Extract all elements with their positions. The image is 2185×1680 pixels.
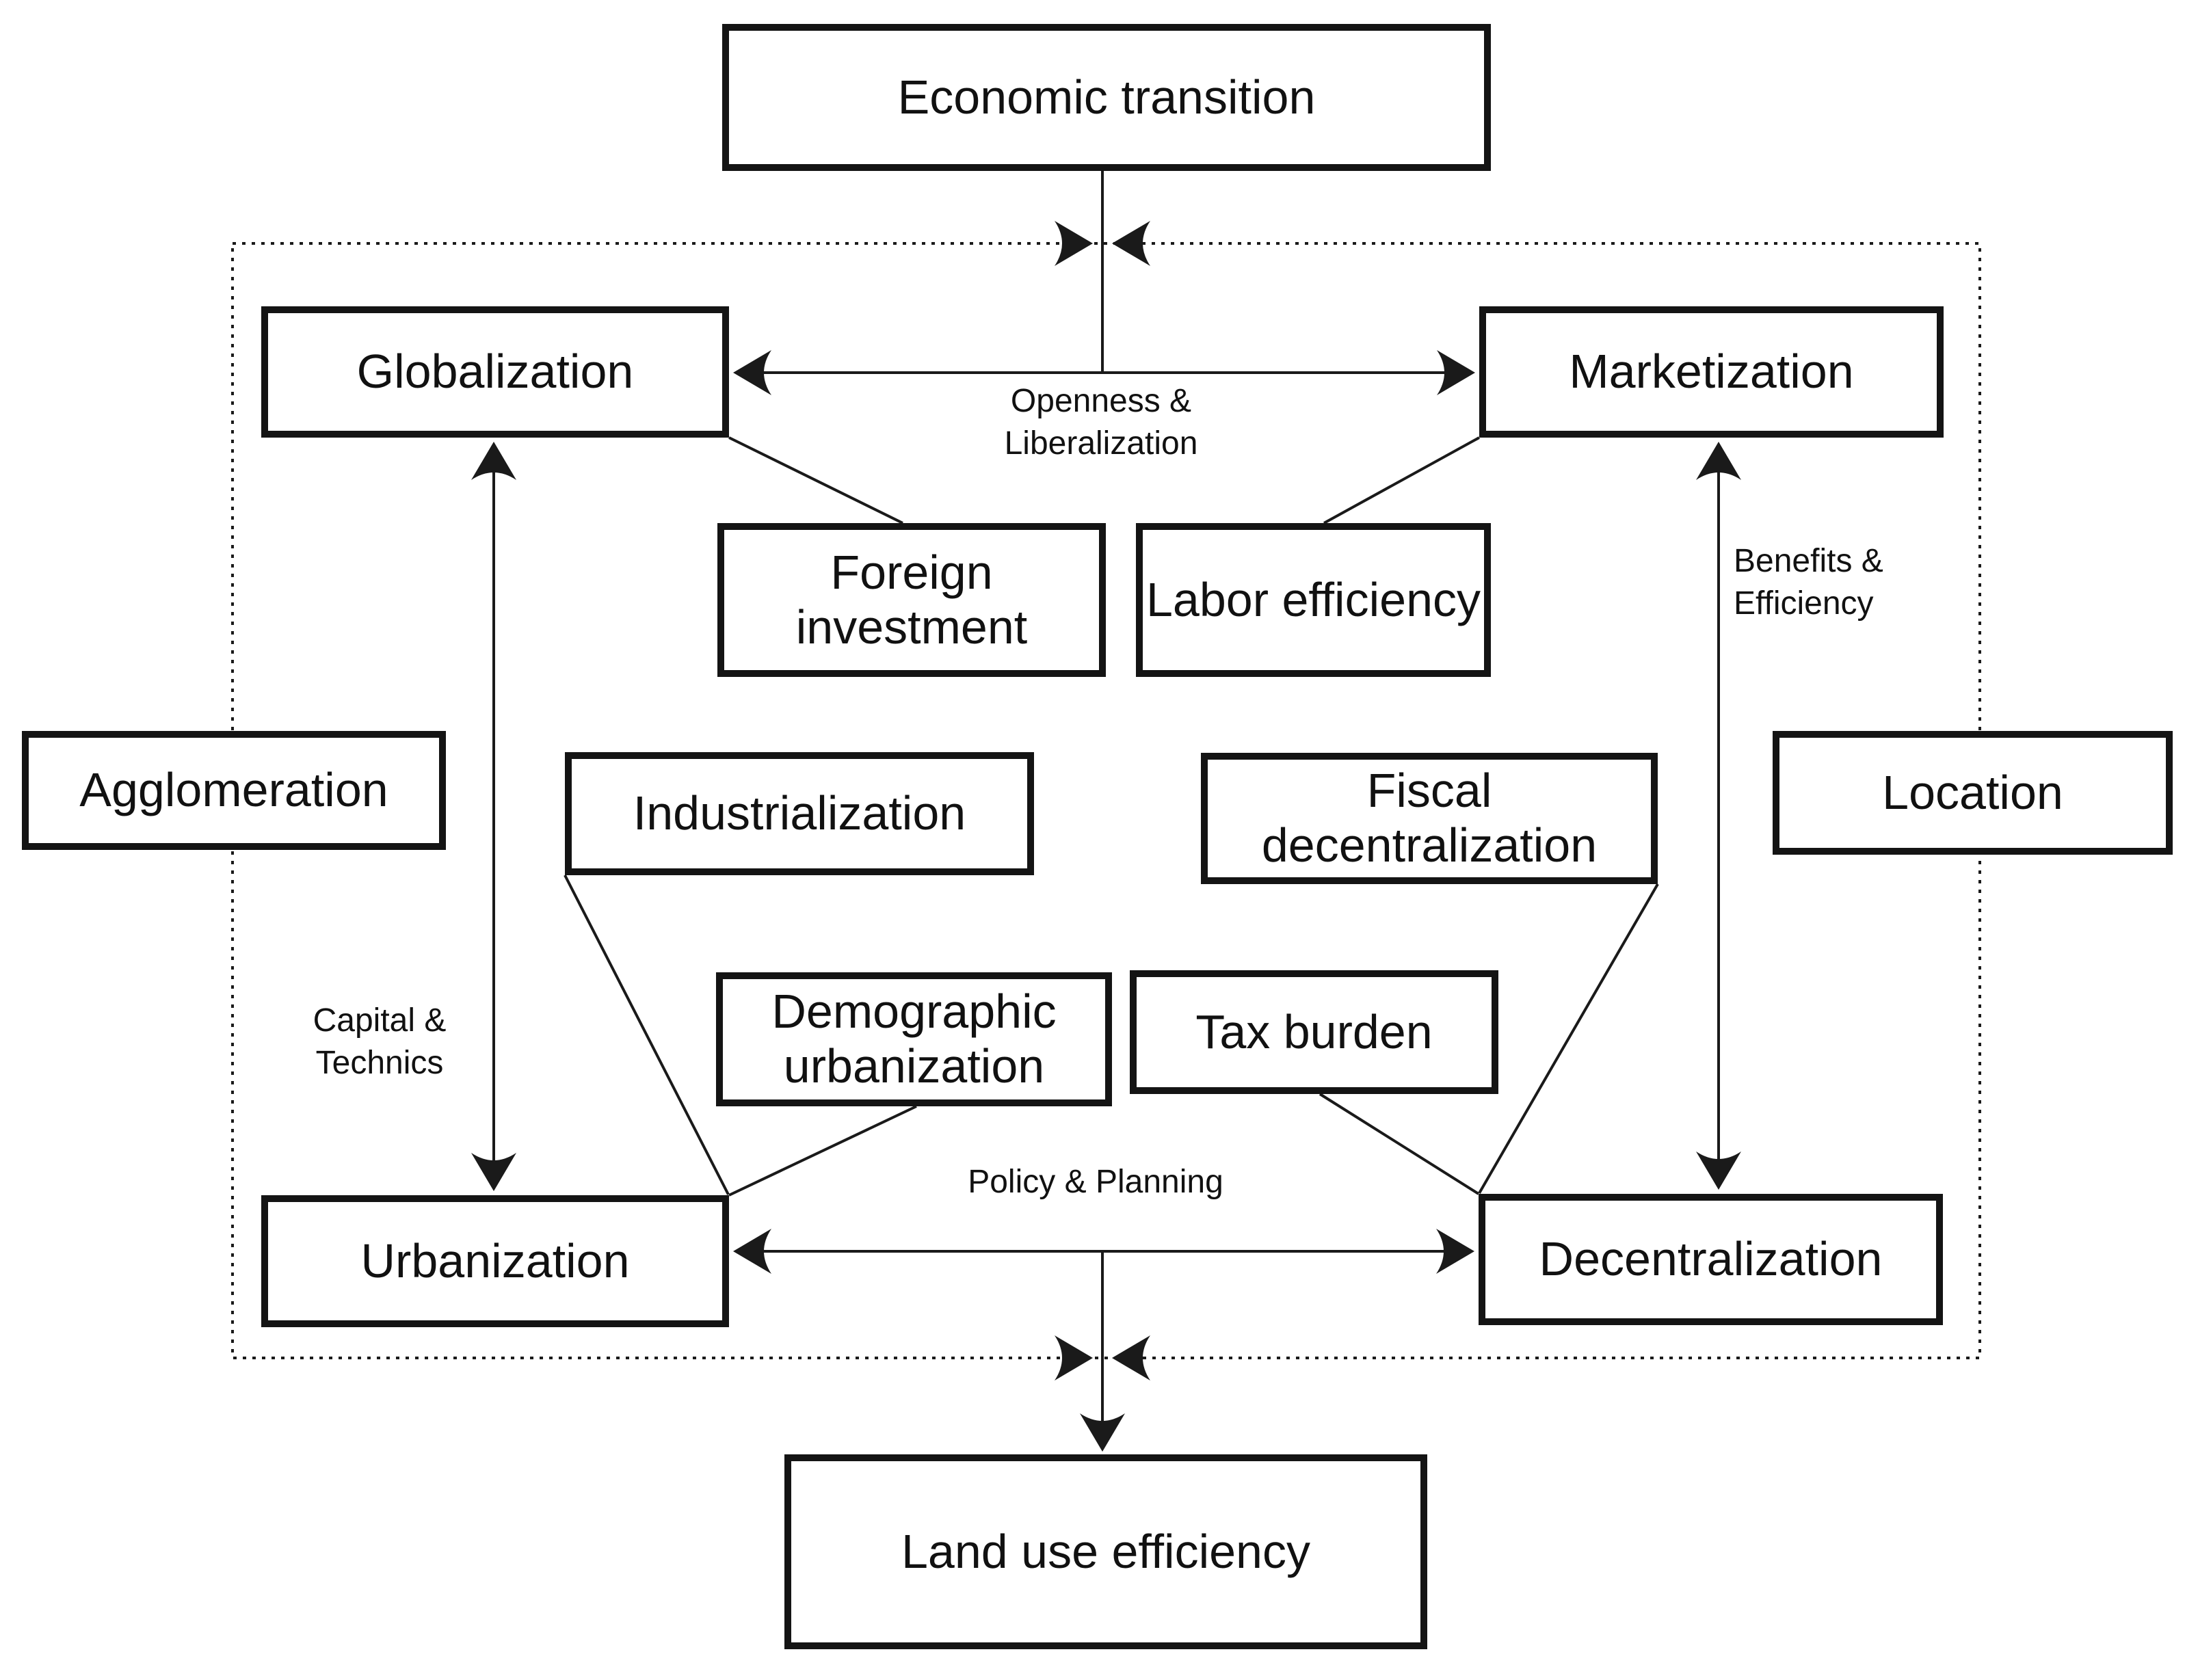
node-agglomeration-label: Agglomeration bbox=[79, 763, 388, 817]
line-demographic-urbanization-urbanization bbox=[728, 1105, 917, 1197]
arrowhead-into-decentralization bbox=[1436, 1229, 1474, 1274]
arrowhead-benefits-up bbox=[1696, 442, 1741, 480]
node-globalization-label: Globalization bbox=[356, 345, 634, 399]
arrowhead-into-globalization bbox=[733, 350, 771, 395]
line-tax-burden-decentralization bbox=[1319, 1093, 1480, 1195]
node-marketization-label: Marketization bbox=[1569, 345, 1854, 399]
node-industrialization-label: Industrialization bbox=[633, 786, 966, 840]
node-economic-transition: Economic transition bbox=[722, 24, 1491, 171]
arrowhead-into-urbanization bbox=[733, 1229, 771, 1274]
arrowhead-benefits-down bbox=[1696, 1151, 1741, 1190]
arrowhead-into-marketization bbox=[1437, 350, 1475, 395]
node-demographic-urbanization: Demographic urbanization bbox=[716, 972, 1112, 1106]
node-decentralization: Decentralization bbox=[1479, 1194, 1943, 1325]
edge-label-openness-liberalization: Openness & Liberalization bbox=[1004, 383, 1198, 462]
edge-label-policy-planning: Policy & Planning bbox=[968, 1164, 1223, 1200]
arrowhead-into-land-use-efficiency bbox=[1080, 1413, 1125, 1452]
node-labor-efficiency-label: Labor efficiency bbox=[1146, 572, 1481, 626]
arrowhead-capital-down bbox=[471, 1153, 516, 1191]
node-economic-transition-label: Economic transition bbox=[897, 70, 1316, 124]
edge-label-benefits-efficiency: Benefits & Efficiency bbox=[1734, 543, 1883, 622]
node-agglomeration: Agglomeration bbox=[22, 731, 446, 850]
node-land-use-efficiency-label: Land use efficiency bbox=[901, 1524, 1310, 1578]
node-labor-efficiency: Labor efficiency bbox=[1136, 523, 1491, 677]
dotted-frame bbox=[231, 242, 1981, 1359]
arrowhead-bottom-frame-left bbox=[1112, 1335, 1150, 1381]
node-tax-burden-label: Tax burden bbox=[1195, 1004, 1433, 1058]
node-location: Location bbox=[1773, 731, 2173, 855]
line-industrialization-urbanization bbox=[564, 875, 730, 1195]
arrowhead-top-frame-left bbox=[1112, 221, 1150, 266]
node-urbanization-label: Urbanization bbox=[360, 1234, 630, 1288]
node-tax-burden: Tax burden bbox=[1130, 970, 1498, 1094]
line-globalization-foreign-investment bbox=[728, 436, 903, 524]
edge-label-capital-technics: Capital & Technics bbox=[313, 1002, 447, 1082]
node-fiscal-decentralization-label: Fiscal decentralization bbox=[1261, 764, 1598, 872]
node-marketization: Marketization bbox=[1479, 306, 1944, 438]
node-foreign-investment: Foreign investment bbox=[717, 523, 1106, 677]
node-decentralization-label: Decentralization bbox=[1539, 1232, 1883, 1286]
node-industrialization: Industrialization bbox=[565, 752, 1034, 875]
node-demographic-urbanization-label: Demographic urbanization bbox=[771, 985, 1057, 1093]
arrowhead-top-frame-right bbox=[1055, 221, 1093, 266]
node-fiscal-decentralization: Fiscal decentralization bbox=[1201, 753, 1658, 884]
arrowhead-capital-up bbox=[471, 442, 516, 480]
line-labor-efficiency-marketization bbox=[1323, 436, 1480, 524]
node-location-label: Location bbox=[1882, 765, 2063, 819]
line-fiscal-decentralization-decentralization bbox=[1478, 883, 1659, 1195]
node-globalization: Globalization bbox=[261, 306, 729, 438]
node-foreign-investment-label: Foreign investment bbox=[795, 545, 1028, 654]
node-land-use-efficiency: Land use efficiency bbox=[784, 1454, 1427, 1649]
node-urbanization: Urbanization bbox=[261, 1195, 729, 1327]
arrowhead-bottom-frame-right bbox=[1055, 1335, 1093, 1381]
